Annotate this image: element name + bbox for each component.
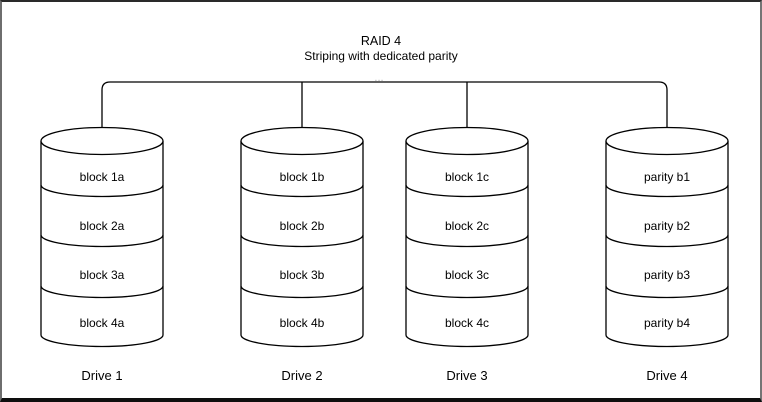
bus-ellipsis-mark: ... xyxy=(374,72,383,84)
block-label: block 2c xyxy=(445,219,489,233)
diagram-title: RAID 4 xyxy=(361,34,401,48)
cylinder-divider xyxy=(605,234,729,248)
block-label: block 1c xyxy=(445,170,489,184)
cylinder-divider xyxy=(405,234,529,248)
cylinder-top-ellipse xyxy=(240,126,364,156)
cylinder-divider xyxy=(240,285,364,299)
cylinder-divider xyxy=(605,184,729,198)
bus-line xyxy=(101,81,668,128)
cylinder-top-ellipse xyxy=(405,126,529,156)
block-label: parity b4 xyxy=(644,316,690,330)
cylinder-body xyxy=(240,141,364,348)
drive-cylinder-3: block 1c block 2c block 3c block 4c Driv… xyxy=(405,126,529,383)
cylinder-divider xyxy=(605,285,729,299)
cylinder-divider xyxy=(40,285,164,299)
cylinder-divider xyxy=(405,285,529,299)
cylinder-divider xyxy=(240,184,364,198)
drive-label: Drive 4 xyxy=(646,368,687,383)
block-label: block 3c xyxy=(445,268,489,282)
cylinder-body xyxy=(40,141,164,348)
drive-label: Drive 2 xyxy=(281,368,322,383)
drive-cylinder-4: parity b1 parity b2 parity b3 parity b4 … xyxy=(605,126,729,383)
cylinder-top-ellipse xyxy=(605,126,729,156)
cylinder-divider xyxy=(40,234,164,248)
block-label: parity b2 xyxy=(644,219,690,233)
block-label: block 3a xyxy=(80,268,125,282)
diagram-subtitle: Striping with dedicated parity xyxy=(304,49,457,63)
drive-label: Drive 1 xyxy=(81,368,122,383)
block-label: parity b3 xyxy=(644,268,690,282)
block-label: block 1a xyxy=(80,170,125,184)
cylinder-body xyxy=(605,141,729,348)
block-label: parity b1 xyxy=(644,170,690,184)
block-label: block 4b xyxy=(280,316,325,330)
drive-cylinder-2: block 1b block 2b block 3b block 4b Driv… xyxy=(240,126,364,383)
cylinder-body xyxy=(405,141,529,348)
bus-lines: ... xyxy=(101,72,668,128)
block-label: block 4a xyxy=(80,316,125,330)
block-label: block 2a xyxy=(80,219,125,233)
cylinder-divider xyxy=(240,234,364,248)
block-label: block 1b xyxy=(280,170,325,184)
drive-cylinder-1: block 1a block 2a block 3a block 4a Driv… xyxy=(40,126,164,383)
cylinder-divider xyxy=(405,184,529,198)
block-label: block 3b xyxy=(280,268,325,282)
block-label: block 4c xyxy=(445,316,489,330)
block-label: block 2b xyxy=(280,219,325,233)
cylinder-divider xyxy=(40,184,164,198)
cylinder-top-ellipse xyxy=(40,126,164,156)
drive-label: Drive 3 xyxy=(446,368,487,383)
